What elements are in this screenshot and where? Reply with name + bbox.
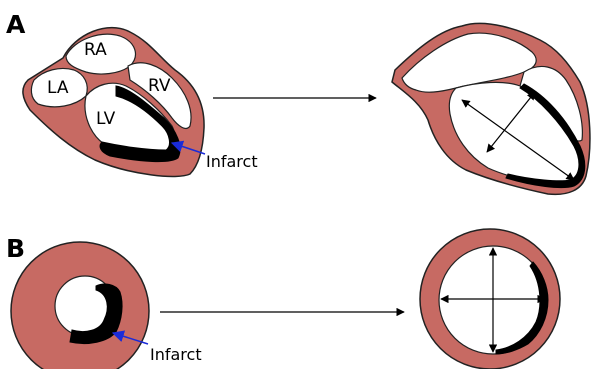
heart-long-axis-initial xyxy=(23,28,204,177)
chamber-label-ra: RA xyxy=(84,40,107,60)
chamber-label-lv: LV xyxy=(96,109,116,129)
chamber-label-la: LA xyxy=(47,78,69,98)
heart-long-axis-remodeled xyxy=(392,23,590,194)
panel-letter-a: A xyxy=(6,10,26,39)
heart-short-axis-initial xyxy=(11,242,149,369)
chamber-label-rv: RV xyxy=(148,76,171,96)
infarct-label-a: Infarct xyxy=(206,152,258,171)
panel-letter-b: B xyxy=(6,234,25,263)
infarct-label-b: Infarct xyxy=(150,345,202,364)
